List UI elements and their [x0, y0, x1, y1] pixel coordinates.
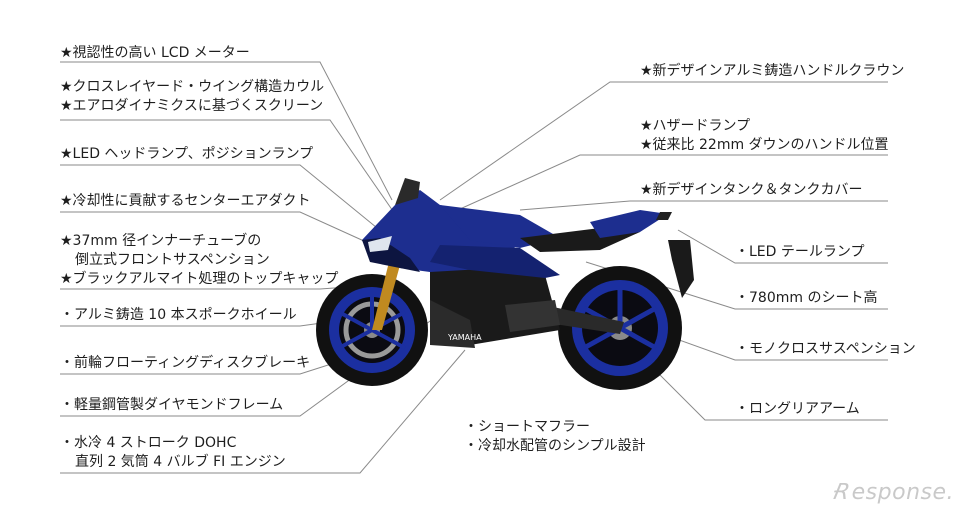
label-long-rear-arm: ・ロングリアアーム [735, 401, 860, 417]
label-front-suspension: ★37mm 径インナーチューブの 倒立式フロントサスペンション ★ブラックアルマ… [60, 233, 339, 287]
response-watermark: Ɍesponse. [831, 480, 954, 505]
brand-text: YAMAHA [447, 333, 482, 342]
leader-line [60, 61, 393, 201]
side-panel [430, 245, 560, 278]
label-tank-cover: ★新デザインタンク＆タンクカバー [640, 182, 863, 198]
leader-line [677, 229, 888, 264]
label-led-tail-lamp: ・LED テールランプ [735, 244, 865, 260]
leader-line [519, 200, 888, 211]
response-logo-icon: Ɍ [831, 480, 853, 505]
front-fork [372, 258, 402, 330]
label-engine: ・水冷 4 ストローク DOHC 直列 2 気筒 4 バルブ FI エンジン [60, 435, 286, 470]
leader-line [439, 81, 888, 201]
leader-line [60, 349, 466, 474]
label-muffler-cooling: ・ショートマフラー ・冷却水配管のシンプル設計 [464, 419, 646, 454]
label-led-headlamp: ★LED ヘッドランプ、ポジションランプ [60, 146, 314, 162]
headlight [368, 236, 392, 252]
label-hazard-handle-position: ★ハザードランプ ★従来比 22mm ダウンのハンドル位置 [640, 118, 889, 153]
watermark-text: esponse. [851, 480, 954, 505]
label-diamond-frame: ・軽量鋼管製ダイヤモンドフレーム [60, 397, 284, 413]
leader-line [60, 164, 383, 233]
leader-line [439, 154, 888, 219]
label-lcd-meter: ★視認性の高い LCD メーター [60, 45, 250, 61]
label-cowl-screen: ★クロスレイヤード・ウイング構造カウル ★エアロダイナミクスに基づくスクリーン [60, 79, 325, 114]
leader-line [60, 119, 396, 215]
label-aluminum-wheel: ・アルミ鋳造 10 本スポークホイール [60, 307, 297, 323]
muffler [505, 300, 560, 332]
label-seat-height: ・780mm のシート高 [735, 290, 878, 306]
label-center-air-duct: ★冷却性に貢献するセンターエアダクト [60, 193, 311, 209]
leader-line [60, 211, 376, 247]
rear-fender [668, 240, 694, 298]
tail-light [656, 212, 672, 220]
label-front-disc-brake: ・前輪フローティングディスクブレーキ [60, 355, 311, 371]
tail-cowl [590, 210, 668, 238]
windscreen [395, 178, 420, 205]
label-handle-crown: ★新デザインアルミ鋳造ハンドルクラウン [640, 63, 905, 79]
label-monocross-suspension: ・モノクロスサスペンション [735, 341, 916, 357]
